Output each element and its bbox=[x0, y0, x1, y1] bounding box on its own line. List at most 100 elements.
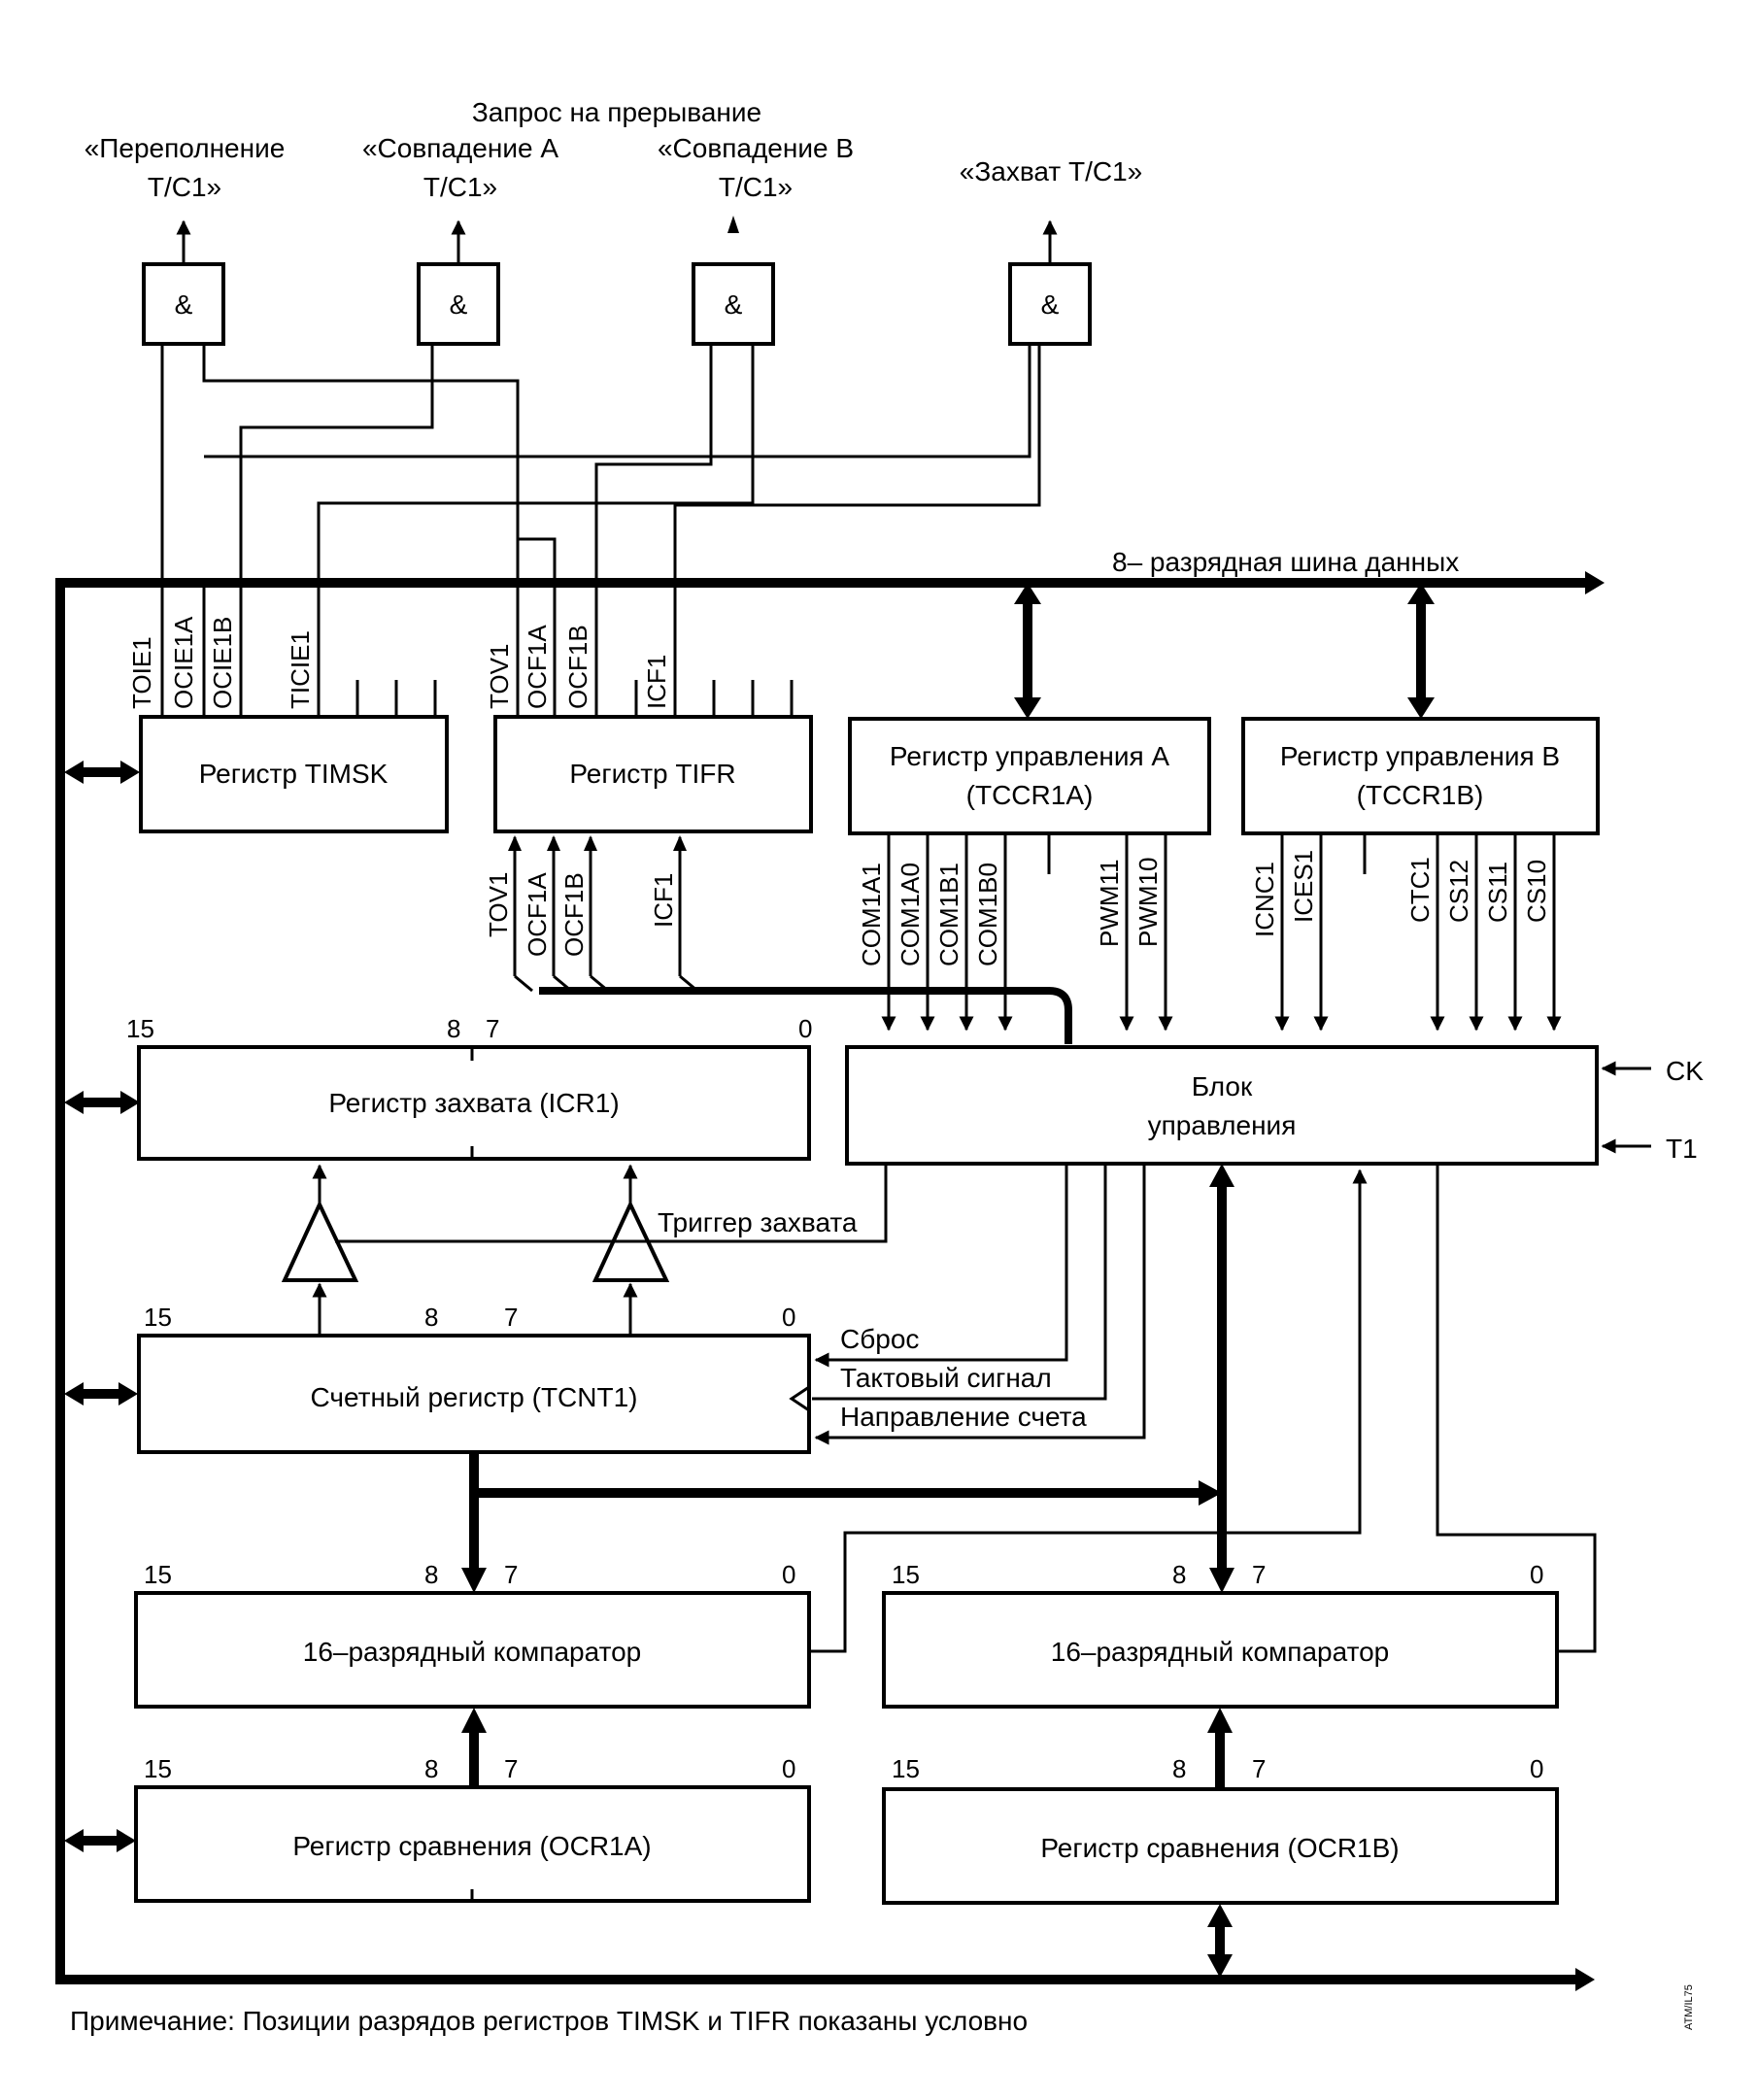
svg-text:PWM10: PWM10 bbox=[1133, 858, 1163, 947]
compare-a-label-line1: «Совпадение A bbox=[362, 133, 558, 163]
svg-text:COM1A0: COM1A0 bbox=[896, 863, 925, 966]
svg-text:CTC1: CTC1 bbox=[1405, 857, 1435, 923]
capture-trigger-label: Триггер захвата bbox=[658, 1207, 858, 1237]
tcnt1-bit-8: 8 bbox=[424, 1303, 438, 1332]
compare-b-label-line1: «Совпадение B bbox=[658, 133, 854, 163]
tccr1b-bit-labels: ICNC1 ICES1 CTC1 CS12 CS11 CS10 bbox=[1250, 850, 1551, 937]
tccr1a-bit-lines bbox=[881, 833, 1173, 1032]
capture-trigger-wire bbox=[335, 1164, 888, 1243]
comparator-b bbox=[882, 1591, 1559, 1709]
svg-text:ICF1: ICF1 bbox=[642, 655, 671, 709]
svg-text:TOV1: TOV1 bbox=[485, 644, 514, 709]
ck-label: CK bbox=[1666, 1056, 1704, 1086]
svg-text:OCF1B: OCF1B bbox=[563, 625, 592, 709]
svg-text:ICF1: ICF1 bbox=[649, 873, 678, 928]
ocr1a-to-comparator-bus bbox=[461, 1708, 487, 1787]
control-block-label-line1: Блок bbox=[1192, 1071, 1253, 1101]
ocr1b-register bbox=[882, 1787, 1559, 1905]
icr1-label: Регистр захвата (ICR1) bbox=[328, 1088, 619, 1118]
timsk-register bbox=[139, 715, 449, 833]
comparator-b-label: 16–разрядный компаратор bbox=[1051, 1637, 1389, 1667]
comparator-a-bit-8: 8 bbox=[424, 1560, 438, 1589]
reset-label: Сброс bbox=[840, 1324, 919, 1354]
control-block bbox=[845, 1045, 1599, 1166]
tifr-bit-stubs bbox=[516, 539, 794, 717]
tccr1b-bit-lines bbox=[1274, 833, 1562, 1032]
data-bus-label: 8– разрядная шина данных bbox=[1112, 547, 1459, 577]
svg-text:CS11: CS11 bbox=[1483, 862, 1512, 923]
bus-left-connections bbox=[64, 761, 140, 1852]
svg-text:OCF1B: OCF1B bbox=[559, 872, 589, 957]
tccr1a-label-line2: (TCCR1A) bbox=[966, 780, 1094, 810]
capture-buffer-right bbox=[592, 1164, 670, 1336]
tifr-top-bit-labels: TOV1 OCF1A OCF1B ICF1 bbox=[485, 625, 671, 709]
control-block-label-line2: управления bbox=[1148, 1110, 1297, 1140]
svg-text:ICES1: ICES1 bbox=[1289, 850, 1318, 923]
tccr1b-label-line1: Регистр управления B bbox=[1280, 741, 1560, 771]
icr1-bit-7: 7 bbox=[486, 1014, 499, 1043]
gate-input-wires bbox=[160, 344, 1041, 583]
svg-text:TOV1: TOV1 bbox=[484, 872, 513, 937]
ocr1b-bus-link bbox=[1207, 1904, 1233, 1978]
compare-a-label-line2: T/C1» bbox=[423, 172, 497, 202]
svg-text:&: & bbox=[725, 289, 743, 320]
svg-text:TICIE1: TICIE1 bbox=[286, 630, 315, 709]
ocr1a-bit-0: 0 bbox=[782, 1754, 795, 1783]
tccr1a-register bbox=[848, 717, 1211, 835]
ocr1a-bit-8: 8 bbox=[424, 1754, 438, 1783]
tcnt1-control-wires bbox=[789, 1164, 1146, 1445]
capture-buffer-left bbox=[281, 1164, 359, 1336]
ocr1b-bit-7: 7 bbox=[1252, 1754, 1266, 1783]
svg-text:&: & bbox=[1041, 289, 1060, 320]
overflow-label-line1: «Переполнение bbox=[85, 133, 286, 163]
svg-text:ICNC1: ICNC1 bbox=[1250, 862, 1279, 937]
svg-text:OCIE1A: OCIE1A bbox=[169, 616, 198, 709]
control-inputs bbox=[1601, 1061, 1651, 1154]
and-gate-overflow: & bbox=[142, 262, 225, 346]
icr1-bit-15: 15 bbox=[126, 1014, 154, 1043]
timsk-bit-labels: TOIE1 OCIE1A OCIE1B TICIE1 bbox=[127, 616, 315, 709]
icr1-register bbox=[137, 1045, 811, 1161]
comparator-b-bit-15: 15 bbox=[892, 1560, 920, 1589]
svg-text:CS10: CS10 bbox=[1522, 860, 1551, 923]
tcnt1-bit-0: 0 bbox=[782, 1303, 795, 1332]
timsk-bit-stubs bbox=[160, 583, 437, 717]
comparator-b-bit-7: 7 bbox=[1252, 1560, 1266, 1589]
interrupt-request-label: Запрос на прерывание bbox=[472, 97, 761, 127]
tccr1a-bit-labels: COM1A1 COM1A0 COM1B1 COM1B0 PWM11 PWM10 bbox=[857, 858, 1163, 966]
comparator-b-bit-8: 8 bbox=[1172, 1560, 1186, 1589]
comparator-a-bit-15: 15 bbox=[144, 1560, 172, 1589]
footnote: Примечание: Позиции разрядов регистров T… bbox=[70, 2006, 1028, 2036]
ocr1a-bit-7: 7 bbox=[504, 1754, 518, 1783]
svg-text:TOIE1: TOIE1 bbox=[127, 636, 156, 709]
internal-bus-tcnt1 bbox=[461, 1164, 1234, 1593]
tccr1b-register bbox=[1241, 717, 1600, 835]
tifr-label: Регистр TIFR bbox=[569, 759, 735, 789]
comparator-a-label: 16–разрядный компаратор bbox=[303, 1637, 641, 1667]
capture-label: «Захват T/C1» bbox=[960, 156, 1142, 186]
svg-text:COM1A1: COM1A1 bbox=[857, 863, 886, 966]
clock-label: Тактовый сигнал bbox=[840, 1363, 1052, 1393]
and-gate-compare-a: & bbox=[417, 262, 500, 346]
overflow-label-line2: T/C1» bbox=[148, 172, 221, 202]
svg-text:OCIE1B: OCIE1B bbox=[208, 617, 237, 709]
side-mark: ATM/IL75 bbox=[1683, 1984, 1695, 2030]
comparator-a bbox=[134, 1591, 811, 1709]
comparator-b-bit-0: 0 bbox=[1530, 1560, 1543, 1589]
svg-text:&: & bbox=[175, 289, 193, 320]
tcnt1-bit-7: 7 bbox=[504, 1303, 518, 1332]
ocr1b-bit-8: 8 bbox=[1172, 1754, 1186, 1783]
icr1-bit-8: 8 bbox=[447, 1014, 460, 1043]
tcnt1-bit-15: 15 bbox=[144, 1303, 172, 1332]
tcnt1-register bbox=[137, 1334, 811, 1454]
comparator-a-bit-0: 0 bbox=[782, 1560, 795, 1589]
comparator-b-output-wire bbox=[1436, 1164, 1597, 1653]
compare-b-label-line2: T/C1» bbox=[719, 172, 793, 202]
ocr1a-register bbox=[134, 1785, 811, 1903]
ocr1b-bit-0: 0 bbox=[1530, 1754, 1543, 1783]
svg-text:CS12: CS12 bbox=[1444, 860, 1473, 923]
t1-label: T1 bbox=[1666, 1134, 1698, 1164]
ocr1a-label: Регистр сравнения (OCR1A) bbox=[292, 1831, 651, 1861]
and-gate-compare-b: & bbox=[692, 262, 775, 346]
